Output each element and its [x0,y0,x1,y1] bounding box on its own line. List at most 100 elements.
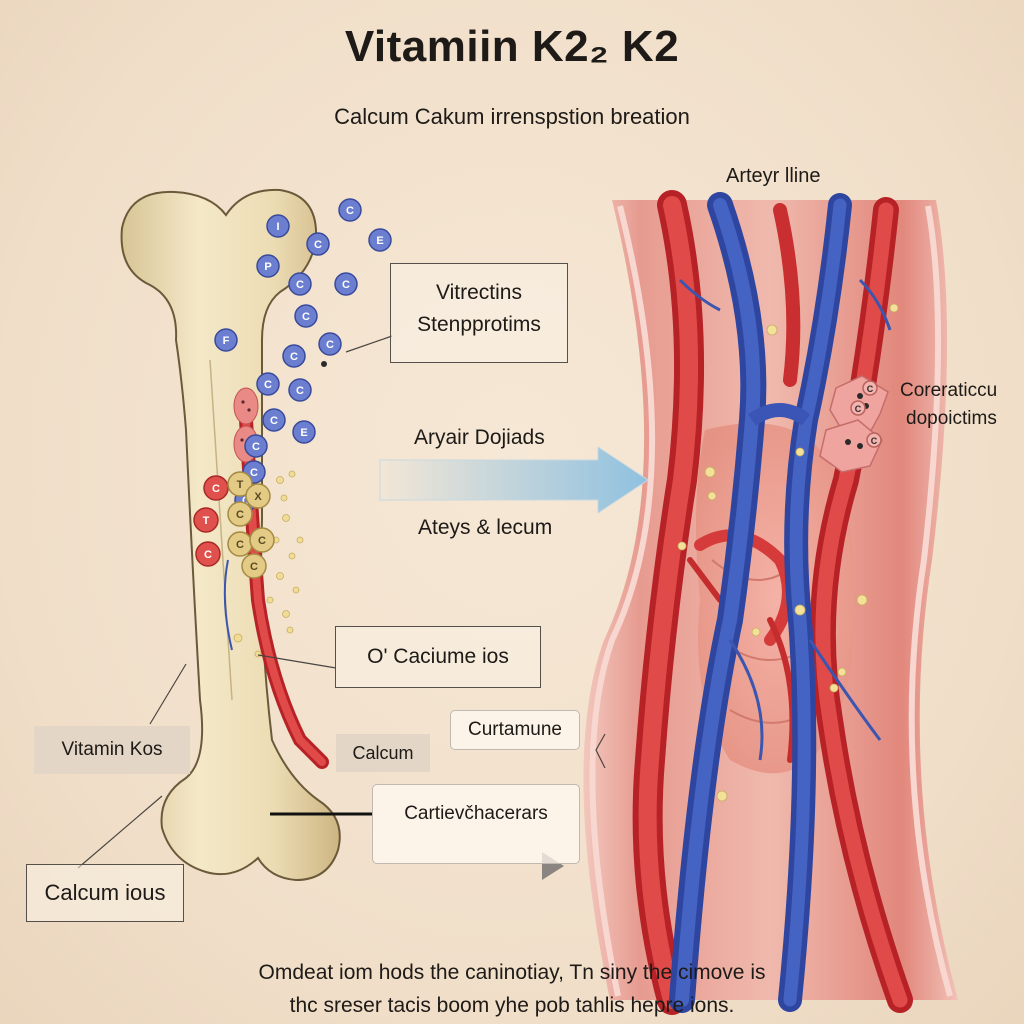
vessel-calcium-specks [677,303,899,802]
blue-ion-letter: P [264,261,271,273]
blue-ion-9: C [318,332,342,356]
blue-ion-circle [244,434,268,458]
gold-ion-6: X [245,483,271,509]
calcum-label: Calcum [352,743,414,763]
blue-ion-circle [266,214,290,238]
blue-ion-letter: C [242,495,250,507]
calcum-ious-label: Calcum ious [44,880,166,905]
blue-ion-2: C [338,198,362,222]
gold-ion-letter: T [237,479,244,491]
red-ion-circle [193,507,219,533]
red-ion-2: T [193,507,219,533]
blue-ion-6: C [334,272,358,296]
red-ion-letter: C [204,549,212,561]
gold-ion-letter: X [254,491,262,503]
blue-ion-13: C [288,378,312,402]
blue-ion-circle [214,328,238,352]
blue-ion-circle [294,304,318,328]
red-ion-circle [195,541,221,567]
blue-ion-circle [288,378,312,402]
curtamune-box: Curtamune [450,710,580,750]
deposit-ion-circle [862,380,878,396]
gold-ion-circle [249,527,275,553]
blue-ion-7: C [288,272,312,296]
red-ion-1: C [203,475,229,501]
coreraticcu-label: Coreraticcu [900,380,998,401]
gold-ion-circle [227,471,253,497]
cartievchacerars-box: Cartievčhacerars [372,784,580,864]
blue-ion-letter: I [276,221,279,233]
blue-ion-5: P [256,254,280,278]
blue-ion-letter: E [300,427,307,439]
gold-ion-letter: C [258,535,266,547]
deposit-ion-circle [866,432,882,448]
gold-ion-circle [227,501,253,527]
transport-arrow-icon [379,446,649,514]
curtamune-label: Curtamune [468,719,562,740]
blue-ion-circle [306,232,330,256]
blue-ion-4: C [306,232,330,256]
gold-ion-circle [241,553,267,579]
deposit-ion-letter: C [867,384,874,394]
artery-line-label: Arteyr lline [726,165,821,187]
page-subtitle: Calcum Cakum irrenspstion breation [334,104,690,129]
bone-calcium-specks [233,470,304,658]
blue-ion-10: F [214,328,238,352]
blue-ion-letter: E [376,235,383,247]
gold-ion-3: C [227,531,253,557]
blue-ion-letter: C [264,379,272,391]
leader-lines [77,335,606,869]
blue-ion-letter: C [252,441,260,453]
bottom-caption: Omdeat iom hods the caninotiay, Tn siny … [0,956,1024,1022]
red-ion-3: C [195,541,221,567]
gold-ion-letter: C [236,539,244,551]
aryair-dojiads-label: Aryair Dojiads [414,426,545,449]
blue-ion-circle [292,420,316,444]
cartievchacerars-label: Cartievčhacerars [404,803,548,824]
blue-ion-circle [256,372,280,396]
vitamin-kos-box: Vitamin Kos [34,726,190,774]
blue-ion-3: E [368,228,392,252]
blue-ion-15: C [244,434,268,458]
gold-ion-4: C [249,527,275,553]
blue-ion-circle [334,272,358,296]
calcum-ious-box: Calcum ious [26,864,184,922]
blue-ion-circle [262,408,286,432]
blue-ion-letter: C [270,415,278,427]
ateys-lecum-label: Ateys & lecum [418,516,553,539]
blue-ion-letter: C [314,239,322,251]
calcum-box: Calcum [336,734,430,772]
gold-ion-letter: C [250,561,258,573]
blue-ion-letter: C [250,467,258,479]
blue-ion-1: I [266,214,290,238]
red-ion-letter: T [203,515,210,527]
blue-ion-circle [282,344,306,368]
gold-ion-letter: C [236,509,244,521]
gold-ion-2: C [227,501,253,527]
red-ion-letter: C [212,483,220,495]
blue-ion-circle [338,198,362,222]
caption-line-2: thc sreser tacis boom yhe pob tahlis hep… [289,994,735,1017]
dopoictims-label: dopoictims [906,408,997,429]
blue-ion-16: E [292,420,316,444]
deposit-ion-2: C [850,400,866,416]
blue-ion-letter: C [346,205,354,217]
blue-ion-circle [256,254,280,278]
artery-illustration [583,190,958,1015]
deposit-ion-letter: C [871,436,878,446]
vitamin-kos-label: Vitamin Kos [61,739,163,760]
blue-ion-letter: C [302,311,310,323]
vitrectins-label: Vitrectins [436,281,522,304]
blue-ion-letter: C [290,351,298,363]
vitrectins-box: Vitrectins Stenpprotims [390,263,568,363]
blue-ion-8: C [294,304,318,328]
blue-ion-letter: C [296,385,304,397]
blue-ion-letter: C [326,339,334,351]
blue-ion-14: C [262,408,286,432]
blue-ion-11: C [282,344,306,368]
blue-ion-letter: F [223,335,230,347]
caciume-ios-box: O' Caciume ios [335,626,541,688]
stenpprotims-label: Stenpprotims [417,313,541,336]
